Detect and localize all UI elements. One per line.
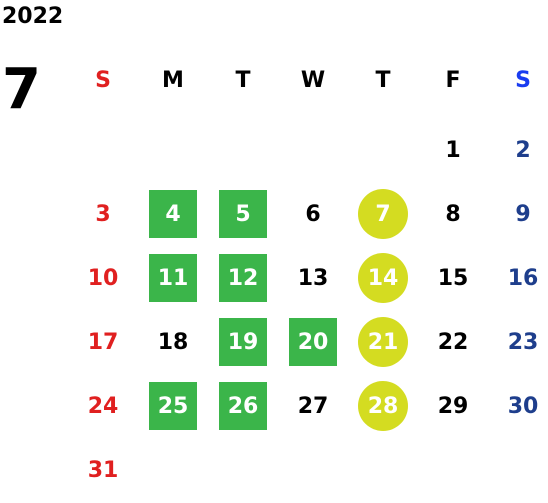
- day-cell[interactable]: 5: [208, 182, 278, 246]
- weekday-header-sunday: S: [95, 68, 111, 93]
- day-number: 13: [297, 265, 329, 291]
- day-number: 24: [87, 393, 119, 419]
- day-number-green-highlight: 5: [219, 190, 267, 238]
- day-number: 22: [437, 329, 469, 355]
- day-cell[interactable]: 2: [488, 118, 548, 182]
- day-number-yellow-highlight: 7: [358, 189, 408, 239]
- day-cell[interactable]: 15: [418, 246, 488, 310]
- day-number: 9: [515, 201, 531, 227]
- day-cell[interactable]: 3: [68, 182, 138, 246]
- day-number: 15: [437, 265, 469, 291]
- day-number-green-highlight: 4: [149, 190, 197, 238]
- weekday-header-friday: F: [445, 68, 461, 93]
- day-number: 23: [507, 329, 539, 355]
- day-cell[interactable]: 29: [418, 374, 488, 438]
- day-cell[interactable]: 10: [68, 246, 138, 310]
- day-number-green-highlight: 19: [219, 318, 267, 366]
- day-cell[interactable]: 17: [68, 310, 138, 374]
- day-cell[interactable]: 13: [278, 246, 348, 310]
- day-cell[interactable]: 31: [68, 438, 138, 502]
- day-cell[interactable]: 19: [208, 310, 278, 374]
- day-number: 8: [445, 201, 461, 227]
- day-cell[interactable]: 24: [68, 374, 138, 438]
- day-cell[interactable]: 9: [488, 182, 548, 246]
- day-cell[interactable]: 22: [418, 310, 488, 374]
- weekday-header-wednesday: W: [300, 68, 326, 93]
- day-number: 1: [445, 137, 461, 163]
- day-number: 10: [87, 265, 119, 291]
- day-cell[interactable]: 25: [138, 374, 208, 438]
- day-cell[interactable]: 1: [418, 118, 488, 182]
- day-cell[interactable]: 18: [138, 310, 208, 374]
- weekday-header-monday: M: [162, 68, 184, 93]
- day-number: 2: [515, 137, 531, 163]
- day-cell[interactable]: 16: [488, 246, 548, 310]
- weekday-header-tuesday: T: [235, 68, 251, 93]
- day-cell[interactable]: 11: [138, 246, 208, 310]
- day-cell[interactable]: 23: [488, 310, 548, 374]
- day-number-yellow-highlight: 14: [358, 253, 408, 303]
- day-cell[interactable]: 7: [348, 182, 418, 246]
- day-cell[interactable]: 28: [348, 374, 418, 438]
- weekday-header-thursday: T: [375, 68, 391, 93]
- day-number-green-highlight: 11: [149, 254, 197, 302]
- day-number-yellow-highlight: 28: [358, 381, 408, 431]
- day-number: 29: [437, 393, 469, 419]
- day-number: 17: [87, 329, 119, 355]
- day-cell[interactable]: 26: [208, 374, 278, 438]
- day-number: 18: [157, 329, 189, 355]
- day-number-yellow-highlight: 21: [358, 317, 408, 367]
- day-number: 6: [305, 201, 321, 227]
- day-number-green-highlight: 25: [149, 382, 197, 430]
- day-cell[interactable]: 12: [208, 246, 278, 310]
- day-number: 3: [95, 201, 111, 227]
- day-cell[interactable]: 30: [488, 374, 548, 438]
- weekday-header-saturday: S: [515, 68, 531, 93]
- day-number: 27: [297, 393, 329, 419]
- day-cell[interactable]: 6: [278, 182, 348, 246]
- day-number-green-highlight: 26: [219, 382, 267, 430]
- day-number-green-highlight: 12: [219, 254, 267, 302]
- day-number: 16: [507, 265, 539, 291]
- day-cell[interactable]: 8: [418, 182, 488, 246]
- month-number: 7: [2, 57, 41, 122]
- day-cell[interactable]: 27: [278, 374, 348, 438]
- day-cell[interactable]: 20: [278, 310, 348, 374]
- day-cell[interactable]: 14: [348, 246, 418, 310]
- year-label: 2022: [2, 4, 64, 29]
- day-number-green-highlight: 20: [289, 318, 337, 366]
- day-cell[interactable]: 4: [138, 182, 208, 246]
- day-cell[interactable]: 21: [348, 310, 418, 374]
- day-number: 31: [87, 457, 119, 483]
- day-number: 30: [507, 393, 539, 419]
